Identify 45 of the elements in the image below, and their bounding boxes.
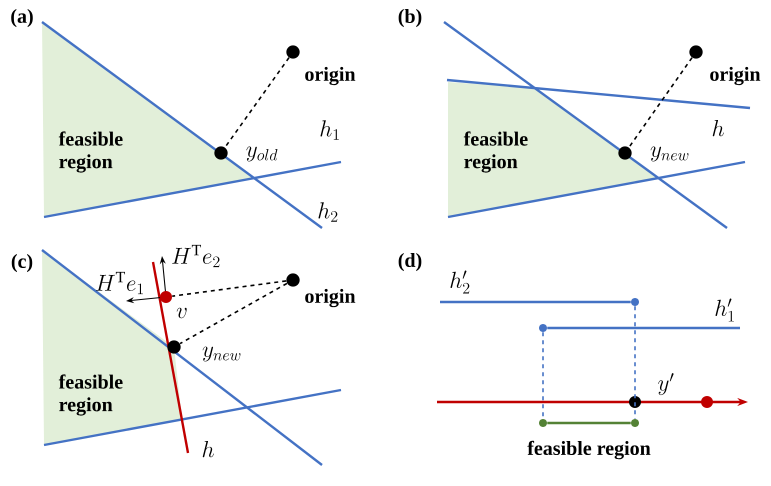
point-dot xyxy=(539,419,547,427)
line-label: $h_1$ xyxy=(320,120,339,140)
point-dot xyxy=(618,146,632,160)
point-dot xyxy=(629,396,641,408)
point-dot xyxy=(286,45,300,59)
connector xyxy=(628,57,693,148)
panel-label: (c) xyxy=(12,254,32,272)
panel-label: (b) xyxy=(398,8,422,28)
point-label: origin xyxy=(305,288,356,308)
region-label: feasible region xyxy=(527,440,650,460)
point-label: $v$ xyxy=(176,308,187,318)
point-label: origin xyxy=(710,66,760,86)
connector xyxy=(547,326,740,330)
panel-label: (a) xyxy=(11,8,33,28)
point-dot xyxy=(701,396,713,408)
point-dot xyxy=(539,324,547,332)
line-label: $H^{\mathrm{T}} e_2$ xyxy=(172,244,220,268)
point-dot xyxy=(286,273,300,287)
connector xyxy=(440,300,631,304)
point-label: $y_{new}$ xyxy=(650,146,688,162)
connector xyxy=(224,57,290,148)
line-label: $H^{\mathrm{T}} e_1$ xyxy=(96,272,143,294)
point-dot xyxy=(160,291,172,303)
region-label: feasible region xyxy=(464,131,528,173)
point-label: $y'$ xyxy=(658,373,674,396)
line-label: $h'_1$ xyxy=(716,298,734,322)
point-label: $y_{old}$ xyxy=(246,146,278,162)
line-label: $h_2$ xyxy=(318,202,338,222)
point-label: $y_{new}$ xyxy=(202,346,240,362)
region-label: feasible region xyxy=(58,374,123,416)
connector xyxy=(180,282,288,344)
point-dot xyxy=(631,419,639,427)
connector xyxy=(547,422,631,424)
panel-label: (d) xyxy=(398,252,422,272)
line-label: $h'_2$ xyxy=(450,270,470,294)
point-dot xyxy=(631,298,639,306)
point-label: origin xyxy=(305,66,356,86)
point-dot xyxy=(214,146,228,160)
point-dot xyxy=(689,45,703,59)
line-label: $h$ xyxy=(712,120,724,136)
connector xyxy=(542,332,544,419)
line-label: $h$ xyxy=(202,441,214,458)
point-dot xyxy=(167,340,181,354)
connector xyxy=(172,280,286,297)
region-label: feasible region xyxy=(58,131,123,173)
